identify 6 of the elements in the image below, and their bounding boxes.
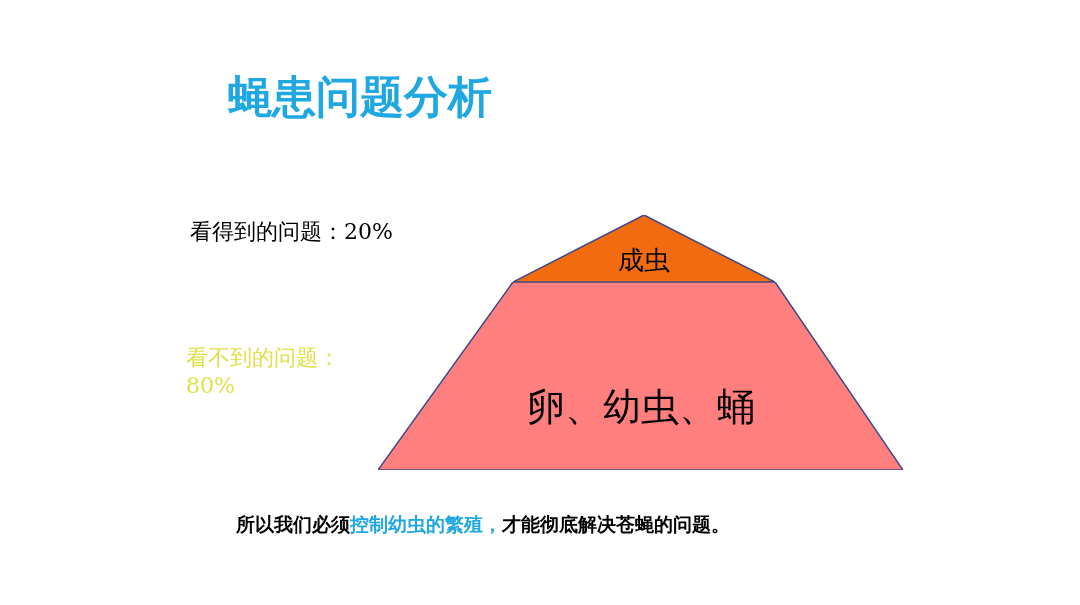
side-note: 看得到的问题：20% [190, 218, 394, 246]
slide-title: 蝇患问题分析 [228, 70, 492, 124]
pyramid-tier-label: 成虫 [618, 244, 670, 277]
side-note: 看不到的问题：80% [186, 344, 341, 398]
conclusion-sentence: 所以我们必须控制幼虫的繁殖，才能彻底解决苍蝇的问题。 [236, 512, 730, 537]
pyramid-tier-label: 卵、幼虫、蛹 [526, 384, 755, 431]
